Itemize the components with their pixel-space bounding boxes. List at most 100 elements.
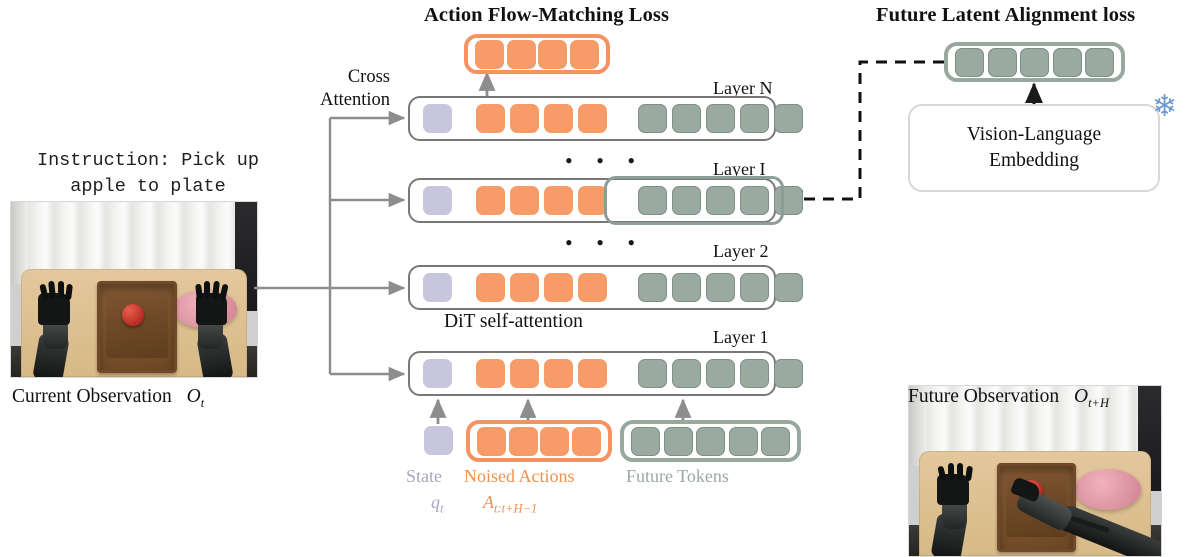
state-symbol: qt	[431, 492, 443, 517]
state-token	[423, 104, 452, 133]
future-token	[774, 359, 803, 388]
caption-current-observation: Current Observation Ot	[12, 386, 204, 411]
noised-action-token	[571, 426, 601, 456]
cross-attention-line-1: Cross	[347, 67, 390, 87]
future-token	[638, 273, 667, 302]
ellipsis-lower: • • •	[565, 230, 645, 255]
layer-i-future-token-highlight	[604, 176, 784, 225]
wooden-tray	[97, 280, 177, 373]
output-action-token	[506, 39, 536, 69]
noised-action-token	[540, 426, 570, 456]
action-token	[578, 359, 607, 388]
state-token	[423, 359, 452, 388]
layer-label-2: Layer 2	[713, 241, 769, 261]
action-token	[510, 359, 539, 388]
transformer-layer-i	[408, 178, 803, 223]
noised-action-token	[477, 426, 506, 456]
action-token	[510, 273, 539, 302]
future-token	[672, 359, 701, 388]
caption-future-symbol: O	[1073, 386, 1089, 407]
action-token	[476, 104, 505, 133]
actions-symbol-letter: A	[483, 492, 494, 512]
future-token	[706, 186, 735, 215]
current-observation-image	[10, 201, 258, 378]
instruction-line-1: Instruction: Pick up	[36, 150, 260, 171]
future-token	[740, 104, 769, 133]
action-token	[544, 359, 573, 388]
state-token	[423, 273, 452, 302]
vision-language-embedding-box: Vision-Language Embedding	[908, 104, 1160, 192]
left-finger-3	[57, 280, 64, 299]
wall-shadow	[11, 202, 29, 285]
right-finger-2	[204, 280, 210, 299]
caption-future-sub: t+H	[1088, 395, 1110, 410]
caption-current-text: Current Observation	[12, 386, 172, 407]
state-label: State	[406, 466, 442, 486]
output-action-token	[569, 39, 599, 69]
snowflake-icon: ❄	[1152, 90, 1178, 123]
ellipsis-upper: • • •	[565, 148, 645, 173]
instruction-line-2: apple to plate	[70, 176, 226, 197]
actions-symbol-sub: t:t+H−1	[494, 501, 538, 516]
noised-action-token	[508, 426, 538, 456]
future-input-token	[631, 426, 660, 456]
left-finger-2	[948, 462, 955, 480]
title-future-latent-alignment-loss: Future Latent Alignment loss	[876, 4, 1136, 26]
predicted-action-tokens-group	[464, 34, 610, 74]
noised-actions-label: Noised Actions	[464, 466, 575, 486]
state-symbol-letter: q	[431, 492, 440, 512]
future-token	[774, 104, 803, 133]
left-finger-3	[956, 462, 963, 480]
future-latent-token	[955, 47, 984, 77]
future-token	[774, 273, 803, 302]
noised-actions-symbol: At:t+H−1	[483, 492, 537, 517]
state-input-token	[424, 426, 453, 455]
action-token	[476, 359, 505, 388]
future-token	[706, 273, 735, 302]
wall-shadow	[909, 386, 927, 466]
cross-attention-label: Cross Attention	[318, 66, 390, 112]
caption-future-observation: Future Observation Ot+H	[908, 386, 1109, 411]
future-input-token	[696, 426, 725, 456]
future-token	[638, 104, 667, 133]
output-action-token	[475, 39, 504, 69]
future-input-token	[728, 426, 758, 456]
future-token	[672, 104, 701, 133]
title-action-flow-matching-loss: Action Flow-Matching Loss	[424, 4, 670, 26]
future-token	[706, 104, 735, 133]
action-token	[510, 186, 539, 215]
future-token	[638, 359, 667, 388]
vlm-line-2: Embedding	[989, 150, 1079, 171]
future-token	[740, 186, 769, 215]
future-input-token	[663, 426, 693, 456]
future-latent-token	[1020, 47, 1049, 77]
action-token	[510, 104, 539, 133]
action-token	[476, 273, 505, 302]
future-token	[706, 359, 735, 388]
layer-label-n: Layer N	[713, 78, 773, 98]
future-input-token	[761, 426, 790, 456]
action-token	[476, 186, 505, 215]
dit-self-attention-label: DiT self-attention	[444, 311, 583, 332]
output-action-token	[538, 39, 568, 69]
caption-future-text: Future Observation	[908, 386, 1060, 407]
action-token	[578, 104, 607, 133]
future-latent-tokens-group	[944, 42, 1125, 82]
action-token	[544, 186, 573, 215]
cross-attention-line-2: Attention	[320, 90, 390, 110]
future-tokens-label: Future Tokens	[626, 466, 729, 486]
state-symbol-sub: t	[440, 501, 444, 516]
future-token	[740, 273, 769, 302]
caption-current-symbol: O	[186, 386, 201, 407]
future-token	[672, 186, 701, 215]
future-latent-token	[1052, 47, 1082, 77]
caption-current-sub: t	[200, 395, 205, 410]
noised-actions-input-group	[466, 420, 612, 462]
action-token	[578, 273, 607, 302]
transformer-layer-n	[408, 96, 803, 141]
action-token	[578, 186, 607, 215]
state-token	[423, 186, 452, 215]
transformer-layer-1	[408, 351, 803, 396]
layer-label-i: Layer I	[713, 159, 766, 179]
plate	[1075, 469, 1141, 511]
